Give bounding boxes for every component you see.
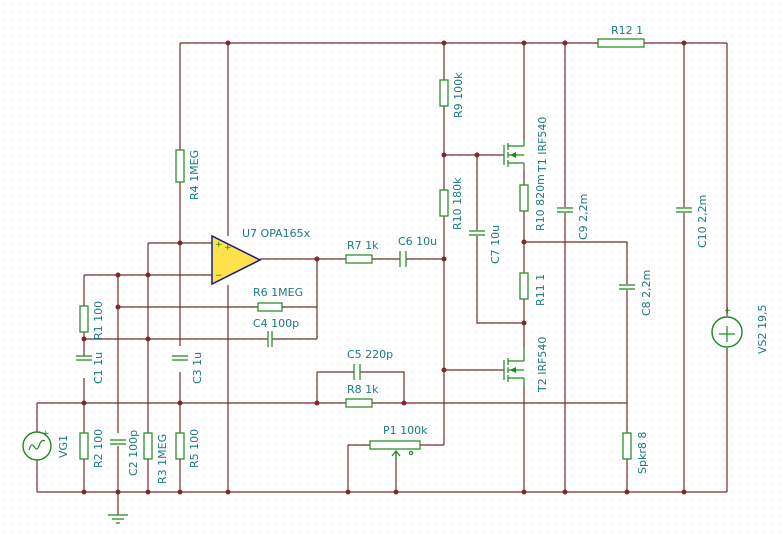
label-c5: C5 220p: [347, 348, 393, 361]
label-r7: R7 1k: [347, 239, 379, 252]
svg-text:+: +: [724, 306, 732, 316]
label-vs2: VS2 19,5: [756, 305, 769, 355]
label-r6: R6 1MEG: [253, 286, 303, 299]
resistor-r11[interactable]: [519, 272, 529, 300]
label-u7: U7 OPA165x: [242, 227, 311, 240]
resistor-r10-180k[interactable]: [439, 189, 449, 217]
label-r3: R3 1MEG: [156, 434, 169, 484]
capacitor-c3[interactable]: [172, 355, 188, 361]
label-c2: C2 100p: [127, 430, 140, 476]
resistor-r2[interactable]: [79, 432, 89, 460]
label-r1: R1 100: [92, 301, 105, 340]
label-r5: R5 100: [188, 429, 201, 468]
label-r8: R8 1k: [347, 383, 379, 396]
label-c9: C9 2,2m: [577, 194, 590, 240]
capacitor-c2[interactable]: [110, 439, 126, 445]
potentiometer-p1[interactable]: [369, 440, 421, 462]
resistor-r9[interactable]: [439, 79, 449, 107]
label-r12: R12 1: [611, 24, 643, 37]
svg-text:−: −: [215, 271, 223, 281]
label-p1: P1 100k: [383, 424, 428, 437]
ground-symbol: [108, 514, 128, 524]
opamp-u7[interactable]: + − +: [211, 234, 262, 286]
capacitor-c9[interactable]: [557, 207, 573, 213]
capacitor-c4[interactable]: [267, 331, 273, 347]
speaker-spkr8[interactable]: [622, 432, 632, 460]
resistor-r7[interactable]: [345, 254, 373, 264]
resistor-r3[interactable]: [143, 432, 153, 460]
capacitor-c5[interactable]: [353, 364, 361, 380]
svg-text:+: +: [42, 429, 50, 439]
label-t1: T1 IRF540: [536, 117, 549, 173]
resistor-r10-820m[interactable]: [519, 184, 529, 212]
capacitor-c1[interactable]: [76, 355, 92, 361]
label-r4: R4 1MEG: [188, 150, 201, 200]
label-c1: C1 1u: [92, 352, 105, 384]
label-c7: C7 10u: [489, 225, 502, 264]
label-spkr8: Spkr8 8: [636, 432, 649, 474]
label-c4: C4 100p: [253, 317, 299, 330]
label-c3: C3 1u: [191, 352, 204, 384]
label-t2: T2 IRF540: [536, 337, 549, 393]
svg-text:+: +: [224, 243, 232, 253]
label-r10-180k: R10 180k: [451, 177, 464, 230]
mosfet-t2[interactable]: [503, 348, 525, 385]
capacitor-c10[interactable]: [676, 207, 692, 213]
label-c8: C8 2,2m: [640, 270, 653, 316]
resistor-r6[interactable]: [257, 302, 283, 312]
label-r9: R9 100k: [452, 72, 465, 118]
label-c10: C10 2,2m: [696, 195, 709, 248]
voltage-source-vs2[interactable]: +: [711, 306, 743, 348]
mosfet-t1[interactable]: [503, 140, 525, 170]
component-labels: U7 OPA165x R7 1k C6 10u R6 1MEG C4 100p …: [57, 24, 769, 484]
label-vg1: VG1: [57, 435, 70, 458]
resistor-r1[interactable]: [79, 305, 89, 333]
junctions: [81, 40, 687, 495]
resistor-r12[interactable]: [597, 38, 645, 48]
label-c6: C6 10u: [398, 235, 437, 248]
svg-text:+: +: [215, 240, 223, 250]
label-r11: R11 1: [534, 274, 547, 306]
capacitor-c8[interactable]: [619, 284, 635, 290]
label-r10-820m: R10 820m: [534, 174, 547, 231]
resistor-r5[interactable]: [175, 432, 185, 460]
capacitor-c7[interactable]: [469, 230, 485, 236]
resistor-r8[interactable]: [345, 398, 373, 408]
wires: [36, 42, 728, 515]
capacitor-c6[interactable]: [399, 251, 407, 267]
signal-source-vg1[interactable]: +: [22, 429, 52, 461]
resistor-r4[interactable]: [175, 149, 185, 183]
label-r2: R2 100: [92, 429, 105, 468]
